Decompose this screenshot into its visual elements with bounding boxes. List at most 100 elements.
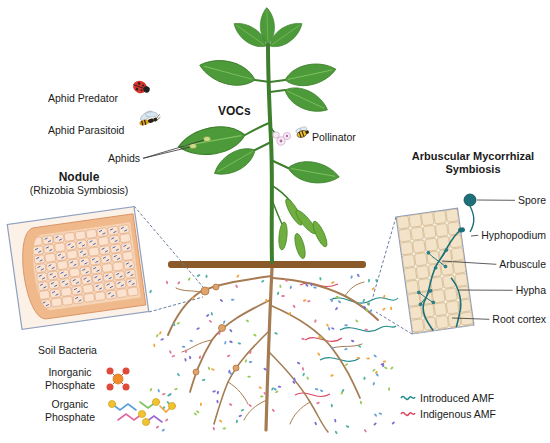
soil-bacteria-dot [303, 299, 307, 302]
soybean-pod [278, 197, 330, 260]
soil-bacteria-dot [334, 430, 338, 434]
nodule-cell [46, 262, 57, 271]
soil-bacteria-dot [315, 388, 319, 391]
bee [296, 129, 308, 138]
nodule-cell [69, 268, 80, 277]
amf-inset [396, 208, 474, 333]
soil-bacteria-dot [372, 382, 375, 386]
cortex-cell [420, 291, 433, 304]
nodule-cell [107, 283, 113, 288]
nodule-cell [77, 249, 88, 258]
nodule-cell [80, 251, 86, 256]
soil-bacteria-dot [238, 414, 242, 417]
plant-stem [255, 80, 270, 82]
soil-bacteria-dot [378, 412, 382, 415]
leaf [230, 17, 271, 52]
root-system [269, 352, 328, 432]
soil-bacteria-dot [383, 295, 386, 299]
nodule-cell [70, 277, 81, 286]
soil-bacteria-dot [279, 284, 281, 288]
panel-title: Nodule [6, 170, 152, 184]
soil-bacteria-dot [261, 279, 265, 283]
soil-bacteria-dot [382, 360, 386, 362]
nodule-cell [82, 284, 93, 293]
inorganic-phosphate-icon [123, 368, 130, 375]
soil-bacteria-dot [319, 277, 322, 281]
soil-bacteria-dot [219, 299, 223, 303]
soil-bacteria-dot [314, 421, 318, 425]
soil-bacteria-dot [350, 275, 353, 279]
label-text: Aphid Parasitoid [48, 124, 124, 137]
label-text: Spore [518, 194, 546, 207]
soil-bacteria-dot [366, 357, 370, 360]
soil-bacteria-dot [167, 393, 171, 397]
soil-bacteria-dot [362, 298, 366, 302]
nodule-cell [91, 265, 102, 274]
root-system [228, 382, 248, 404]
cortex-cell [397, 208, 474, 333]
inorganic-phosphate-icon [107, 384, 114, 391]
soil-bacteria-dot [161, 428, 165, 432]
ladybug [137, 82, 140, 85]
nodule-cell [67, 250, 78, 259]
nodule-cell [58, 254, 64, 259]
soil-bacteria-dot [330, 374, 334, 377]
soil-bacteria-dot [212, 390, 216, 393]
nodule-cell [47, 271, 58, 280]
ladybug [140, 89, 143, 92]
soil-bacteria-dot [265, 299, 268, 303]
soil-bacteria-dot [185, 350, 187, 354]
nodule-cell [37, 266, 43, 271]
soil-bacteria-dot [216, 400, 219, 404]
cortex-cell [462, 325, 474, 334]
soil-bacteria-dot [162, 393, 166, 396]
inorganic-phosphate-icon [107, 368, 130, 391]
soil-bacteria-dot [206, 314, 210, 318]
soil-bacteria-dot [335, 295, 339, 298]
nodule-cell [112, 246, 118, 251]
nodule-cell [56, 252, 67, 261]
amf-hypha [413, 230, 474, 332]
nodule-cell [52, 291, 58, 296]
soil-bacteria-dot [356, 357, 360, 360]
arbuscule [417, 291, 420, 294]
arbuscule [427, 251, 430, 254]
cortex-cell [402, 254, 415, 267]
cortex-cell [463, 246, 473, 259]
soil-bacteria-dot [199, 355, 202, 359]
leaf [286, 158, 341, 187]
nodule-cell [110, 244, 121, 253]
nodule-cell [113, 262, 124, 271]
amf-inset [396, 207, 487, 346]
soil-bacteria-dot [229, 403, 233, 406]
soil-bacteria-dot [275, 390, 279, 393]
amf-hypha [295, 393, 330, 397]
soil-bacteria-dot [208, 319, 212, 323]
inorganic-phosphate-icon [113, 374, 123, 384]
nodule-cell [73, 295, 84, 304]
cortex-cell [435, 223, 448, 236]
nodule-cell [123, 245, 129, 250]
cortex-cell [473, 310, 474, 323]
leaf [281, 82, 331, 118]
nodule-cell [105, 274, 111, 279]
cortex-cell [439, 249, 452, 262]
nodule-cell [76, 240, 87, 249]
plant-stem [270, 80, 285, 82]
nodule-cell [122, 251, 133, 260]
bee [295, 125, 310, 138]
nodule-cell [116, 288, 127, 297]
soil-bacteria-dot [331, 299, 333, 303]
label-text: Inorganic Phosphate [38, 366, 102, 391]
soil-bacteria-dot [364, 328, 368, 331]
root-system [176, 288, 200, 292]
plant-stem [272, 200, 282, 224]
soil-bacteria-dot [169, 350, 172, 354]
soil-bacteria-dot [182, 346, 186, 348]
nodule-panel: Nodule(Rhizobia Symbiosis) [4, 168, 154, 332]
cortex-cell [469, 284, 474, 297]
soil-bacteria-dot [165, 418, 169, 422]
soil-bacteria-dot [200, 402, 202, 406]
cortex-cell [409, 214, 422, 227]
label-text: Arbuscule [499, 258, 546, 271]
